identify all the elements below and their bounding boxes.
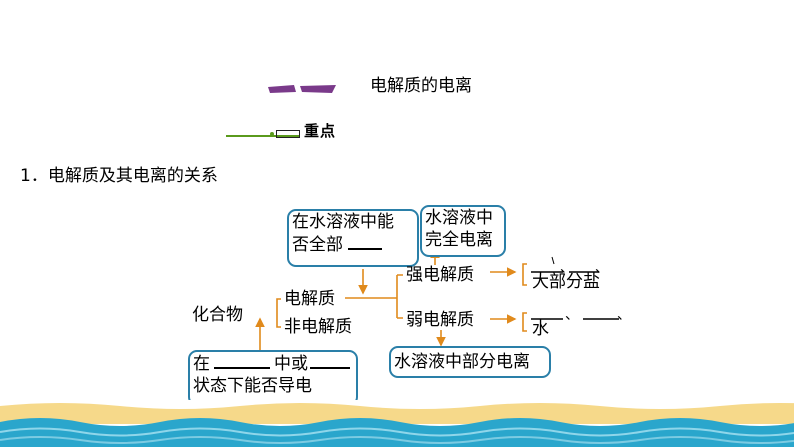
weak-separator: 、 [565, 304, 579, 326]
strong-examples-salt: 大部分盐 [532, 271, 600, 293]
badge-dot-icon [270, 132, 274, 136]
section-heading: 1．电解质及其电离的关系 [20, 163, 218, 189]
electrolyte-bracket [345, 275, 403, 318]
question-bottom-prefix: 在 [193, 354, 210, 374]
electrolyte-label: 电解质 [284, 288, 335, 310]
weak-separator-2: 、 [617, 304, 631, 326]
question-top-box: 在水溶液中能 否全部 [287, 209, 419, 267]
partial-ionization-box: 水溶液中部分电离 [389, 346, 551, 378]
weak-electrolyte-label: 弱电解质 [406, 309, 474, 331]
full-ionization-line1: 水溶液中 [425, 207, 501, 229]
section-title: 电解质的电离 [370, 74, 472, 98]
electrolyte-diagram: 化合物 电解质 非电解质 在水溶液中能 否全部 强电解质 弱电解质 水溶液中 完… [185, 205, 625, 418]
question-top-line2: 否全部 [292, 233, 414, 256]
question-top-line1: 在水溶液中能 [292, 211, 414, 233]
full-ionization-line2: 完全电离 [425, 229, 501, 251]
full-ionization-box: 水溶液中 完全电离 [420, 205, 506, 257]
weak-examples-bracket [523, 313, 527, 331]
badge-label: 重点 [304, 121, 336, 141]
non-electrolyte-label: 非电解质 [284, 316, 352, 338]
section-marker-icon [266, 84, 338, 94]
weak-examples-water: 水 [532, 318, 549, 340]
answer-blank-top [348, 233, 382, 250]
beach-decoration [0, 400, 794, 447]
answer-blank-bottom-1 [214, 352, 270, 369]
key-point-badge: 重点 [226, 122, 346, 140]
answer-blank-bottom-2 [310, 352, 350, 369]
question-top-text: 否全部 [292, 235, 343, 255]
question-bottom-middle: 中或 [274, 354, 308, 374]
question-bottom-line1: 在 中或 [193, 352, 353, 375]
strong-examples-bracket [523, 264, 527, 285]
question-bottom-box: 在 中或 状态下能否导电 [188, 350, 358, 406]
compound-label: 化合物 [192, 304, 243, 326]
partial-ionization-text: 水溶液中部分电离 [394, 352, 530, 372]
question-bottom-line2: 状态下能否导电 [193, 375, 353, 397]
strong-electrolyte-label: 强电解质 [406, 264, 474, 286]
root-bracket [277, 299, 281, 327]
top-tick-icon [552, 257, 554, 264]
badge-frame [276, 130, 300, 138]
